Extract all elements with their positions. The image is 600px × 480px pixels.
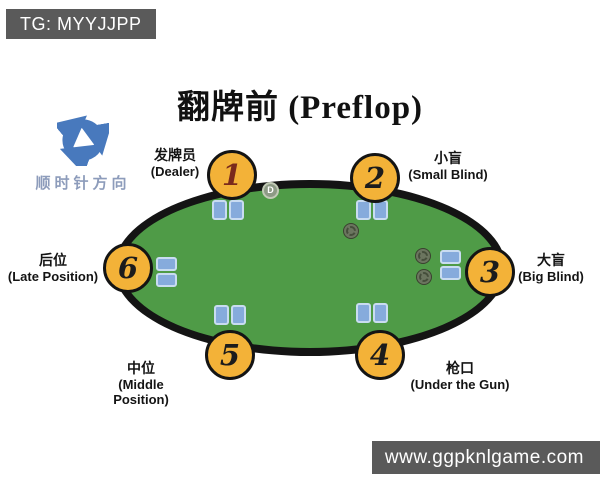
seat-4-under-the-gun: 4 — [355, 330, 405, 380]
hole-cards-seat-4 — [356, 303, 388, 323]
big-blind-chip — [416, 269, 432, 285]
seat-3-big-blind: 3 — [465, 247, 515, 297]
seat-number: 3 — [479, 254, 501, 289]
label-zh: 中位 — [127, 360, 155, 376]
card — [356, 303, 371, 323]
clockwise-label: 顺时针方向 — [35, 175, 131, 192]
label-middle-position: 中位 (Middle Position) — [91, 360, 191, 408]
big-blind-chip — [415, 248, 431, 264]
seat-number: 6 — [117, 250, 139, 285]
hole-cards-seat-1 — [212, 200, 244, 220]
label-en: (Big Blind) — [518, 268, 584, 284]
hole-cards-seat-6 — [156, 257, 177, 287]
card — [214, 305, 229, 325]
seat-number: 5 — [219, 337, 241, 372]
label-late-position: 后位 (Late Position) — [5, 252, 101, 284]
website-badge: www.ggpknlgame.com — [371, 441, 600, 474]
label-small-blind: 小盲 (Small Blind) — [398, 150, 498, 182]
card — [231, 305, 246, 325]
seat-1-dealer: 1 — [207, 150, 257, 200]
clockwise-arrows-icon — [57, 115, 109, 166]
page-title: 翻牌前 (Preflop) — [176, 90, 424, 126]
telegram-badge: TG: MYYJJPP — [6, 9, 156, 39]
dealer-button: D — [262, 182, 279, 199]
label-en: (Under the Gun) — [410, 376, 510, 392]
hole-cards-seat-2 — [356, 200, 388, 220]
label-big-blind: 大盲 (Big Blind) — [513, 252, 589, 284]
seat-6-late-position: 6 — [103, 243, 153, 293]
hole-cards-seat-5 — [214, 305, 246, 325]
label-zh: 枪口 — [446, 360, 474, 376]
label-en: (Middle Position) — [113, 376, 169, 408]
label-zh: 小盲 — [434, 150, 462, 166]
clockwise-indicator: 顺时针方向 — [28, 114, 138, 193]
label-en: (Small Blind) — [408, 166, 488, 182]
label-zh: 发牌员 — [154, 147, 196, 163]
card — [440, 250, 461, 264]
label-under-the-gun: 枪口 (Under the Gun) — [410, 360, 510, 392]
hole-cards-seat-3 — [440, 250, 461, 280]
card — [229, 200, 244, 220]
label-zh: 大盲 — [537, 252, 565, 268]
seat-number: 2 — [364, 160, 386, 195]
seat-5-middle-position: 5 — [205, 330, 255, 380]
label-dealer: 发牌员 (Dealer) — [133, 147, 217, 179]
card — [212, 200, 227, 220]
label-en: (Dealer) — [150, 163, 200, 179]
seat-2-small-blind: 2 — [350, 153, 400, 203]
card — [373, 303, 388, 323]
card — [156, 257, 177, 271]
card — [373, 200, 388, 220]
label-en: (Late Position) — [7, 268, 99, 284]
card — [440, 266, 461, 280]
card — [156, 273, 177, 287]
small-blind-chip — [343, 223, 359, 239]
label-zh: 后位 — [39, 252, 67, 268]
seat-number: 1 — [221, 157, 243, 192]
card — [356, 200, 371, 220]
seat-number: 4 — [369, 337, 391, 372]
